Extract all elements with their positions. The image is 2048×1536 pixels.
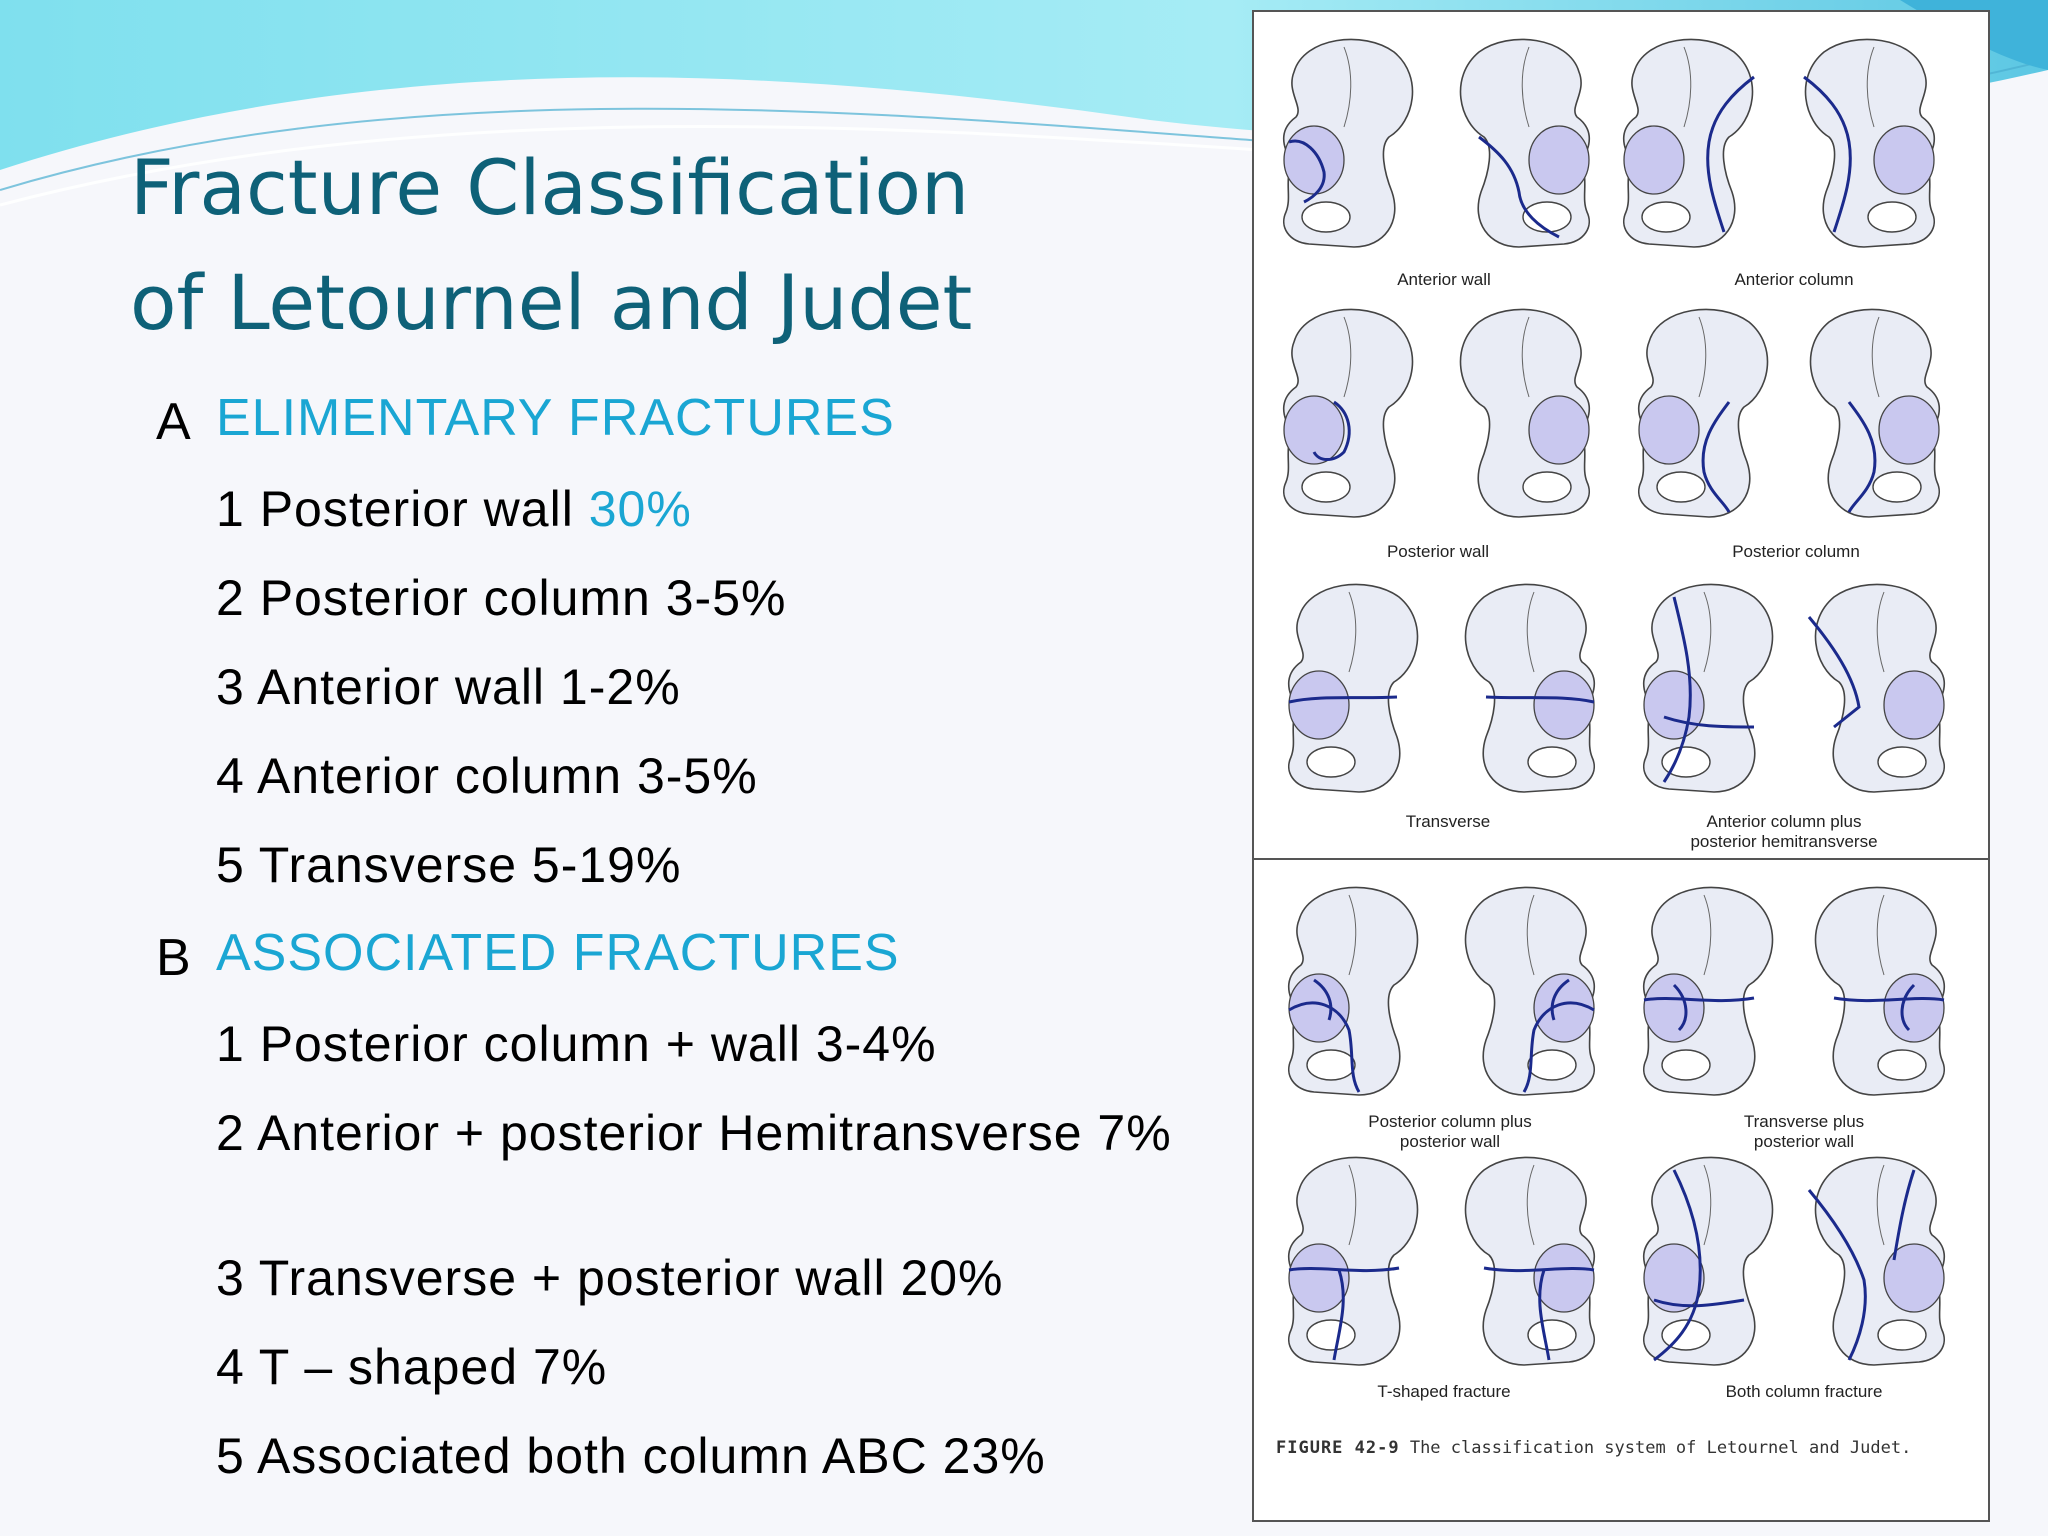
fracture-line: [1288, 695, 1398, 704]
fracture-line: [1807, 616, 1861, 729]
pelvis-bone-drawing: [1464, 583, 1595, 793]
fracture-line: [1900, 983, 1916, 1032]
section-a-heading: ELIMENTARY FRACTURES: [216, 389, 895, 447]
list-item: 4 Anterior column 3-5%: [216, 748, 758, 804]
fracture-line: [1847, 401, 1877, 513]
list-item: 5 Transverse 5-19%: [216, 837, 682, 893]
caption-transverse-plus-wall: Transverse plus posterior wall: [1743, 1112, 1865, 1151]
pelvis-bone-drawing: [1643, 1156, 1774, 1366]
fracture-line: [1706, 75, 1755, 233]
fracture-line: [1288, 1001, 1361, 1093]
list-item: 2 Anterior + posterior Hemitransverse 7%: [216, 1105, 1172, 1161]
fracture-line: [1653, 1169, 1702, 1362]
pelvis-illustrations-bottom: [1288, 886, 1945, 1366]
fracture-line: [1807, 1189, 1867, 1361]
figure-panel-top: Anterior wall Anterior column Posterior …: [1252, 10, 1990, 872]
fracture-line: [1312, 400, 1351, 461]
caption-transverse: Transverse: [1405, 812, 1491, 831]
list-item: 5 Associated both column ABC 23%: [216, 1428, 1046, 1484]
list-item-text: 1 Posterior wall: [216, 481, 589, 537]
pelvis-bone-drawing: [1807, 1156, 1945, 1366]
caption-anterior-wall: Anterior wall: [1397, 270, 1491, 289]
accent-percentage: 30%: [588, 481, 692, 537]
pelvis-bone-drawing: [1814, 886, 1945, 1096]
pelvis-bone-drawing: [1803, 38, 1935, 248]
pelvis-bone-drawing: [1643, 886, 1774, 1096]
title-line-1: Fracture Classification: [130, 143, 970, 232]
section-b-heading: ASSOCIATED FRACTURES: [216, 924, 900, 982]
caption-t-shaped: T-shaped fracture: [1377, 1382, 1511, 1401]
fracture-line: [1701, 401, 1731, 513]
section-b-letter: B: [156, 929, 191, 987]
pelvis-bone-drawing: [1283, 38, 1414, 248]
pelvis-bone-drawing: [1807, 583, 1945, 793]
caption-anterior-column-plus: Anterior column plus posterior hemitrans…: [1690, 812, 1878, 851]
fracture-line: [1803, 75, 1852, 233]
fracture-line: [1672, 983, 1688, 1032]
fracture-line: [1643, 996, 1755, 1003]
fracture-line: [1485, 695, 1595, 704]
pelvis-bone-drawing: [1643, 583, 1774, 793]
page-title: Fracture Classification of Letournel and…: [130, 130, 1030, 360]
list-item: 1 Posterior column + wall 3-4%: [216, 1016, 937, 1072]
fracture-line: [1833, 996, 1945, 1003]
list-item: 4 T – shaped 7%: [216, 1339, 608, 1395]
pelvis-illustrations-top: [1283, 38, 1945, 793]
fracture-line: [1663, 715, 1755, 729]
fracture-line: [1522, 1001, 1595, 1093]
caption-both-column: Both column fracture: [1725, 1382, 1883, 1401]
figure-panel-bottom: Posterior column plus posterior wall Tra…: [1252, 858, 1990, 1522]
pelvis-bone-drawing: [1809, 308, 1940, 518]
list-item: 3 Anterior wall 1-2%: [216, 659, 681, 715]
pelvis-bone-drawing: [1464, 1156, 1595, 1366]
list-item: 2 Posterior column 3-5%: [216, 570, 787, 626]
fracture-line: [1288, 139, 1326, 204]
pelvis-bone-drawing: [1288, 886, 1419, 1096]
fracture-line: [1662, 596, 1692, 783]
fracture-line: [1550, 978, 1570, 1021]
title-line-2: of Letournel and Judet: [130, 258, 973, 347]
list-item: 1 Posterior wall 30%: [216, 480, 1216, 538]
fracture-line: [1653, 1298, 1745, 1308]
caption-posterior-column-plus-wall: Posterior column plus posterior wall: [1368, 1112, 1532, 1151]
figure-caption: FIGURE 42-9 The classification system of…: [1276, 1438, 1912, 1458]
pelvis-bone-drawing: [1459, 308, 1590, 518]
pelvis-bone-drawing: [1288, 583, 1419, 793]
section-a-letter: A: [156, 393, 191, 451]
pelvis-bone-drawing: [1283, 308, 1414, 518]
pelvis-bone-drawing: [1464, 886, 1595, 1096]
fracture-line: [1538, 1269, 1551, 1361]
fracture-line: [1332, 1269, 1345, 1361]
fracture-line: [1313, 978, 1333, 1021]
pelvis-bone-drawing: [1638, 308, 1769, 518]
pelvis-bone-drawing: [1623, 38, 1755, 248]
list-item: 3 Transverse + posterior wall 20%: [216, 1250, 1004, 1306]
fracture-line: [1892, 1169, 1916, 1261]
caption-posterior-wall: Posterior wall: [1386, 542, 1490, 561]
pelvis-bone-drawing: [1288, 1156, 1419, 1366]
pelvis-bone-drawing: [1459, 38, 1590, 248]
caption-anterior-column: Anterior column: [1734, 270, 1854, 289]
caption-posterior-column: Posterior column: [1732, 542, 1860, 561]
fracture-line: [1478, 135, 1560, 239]
